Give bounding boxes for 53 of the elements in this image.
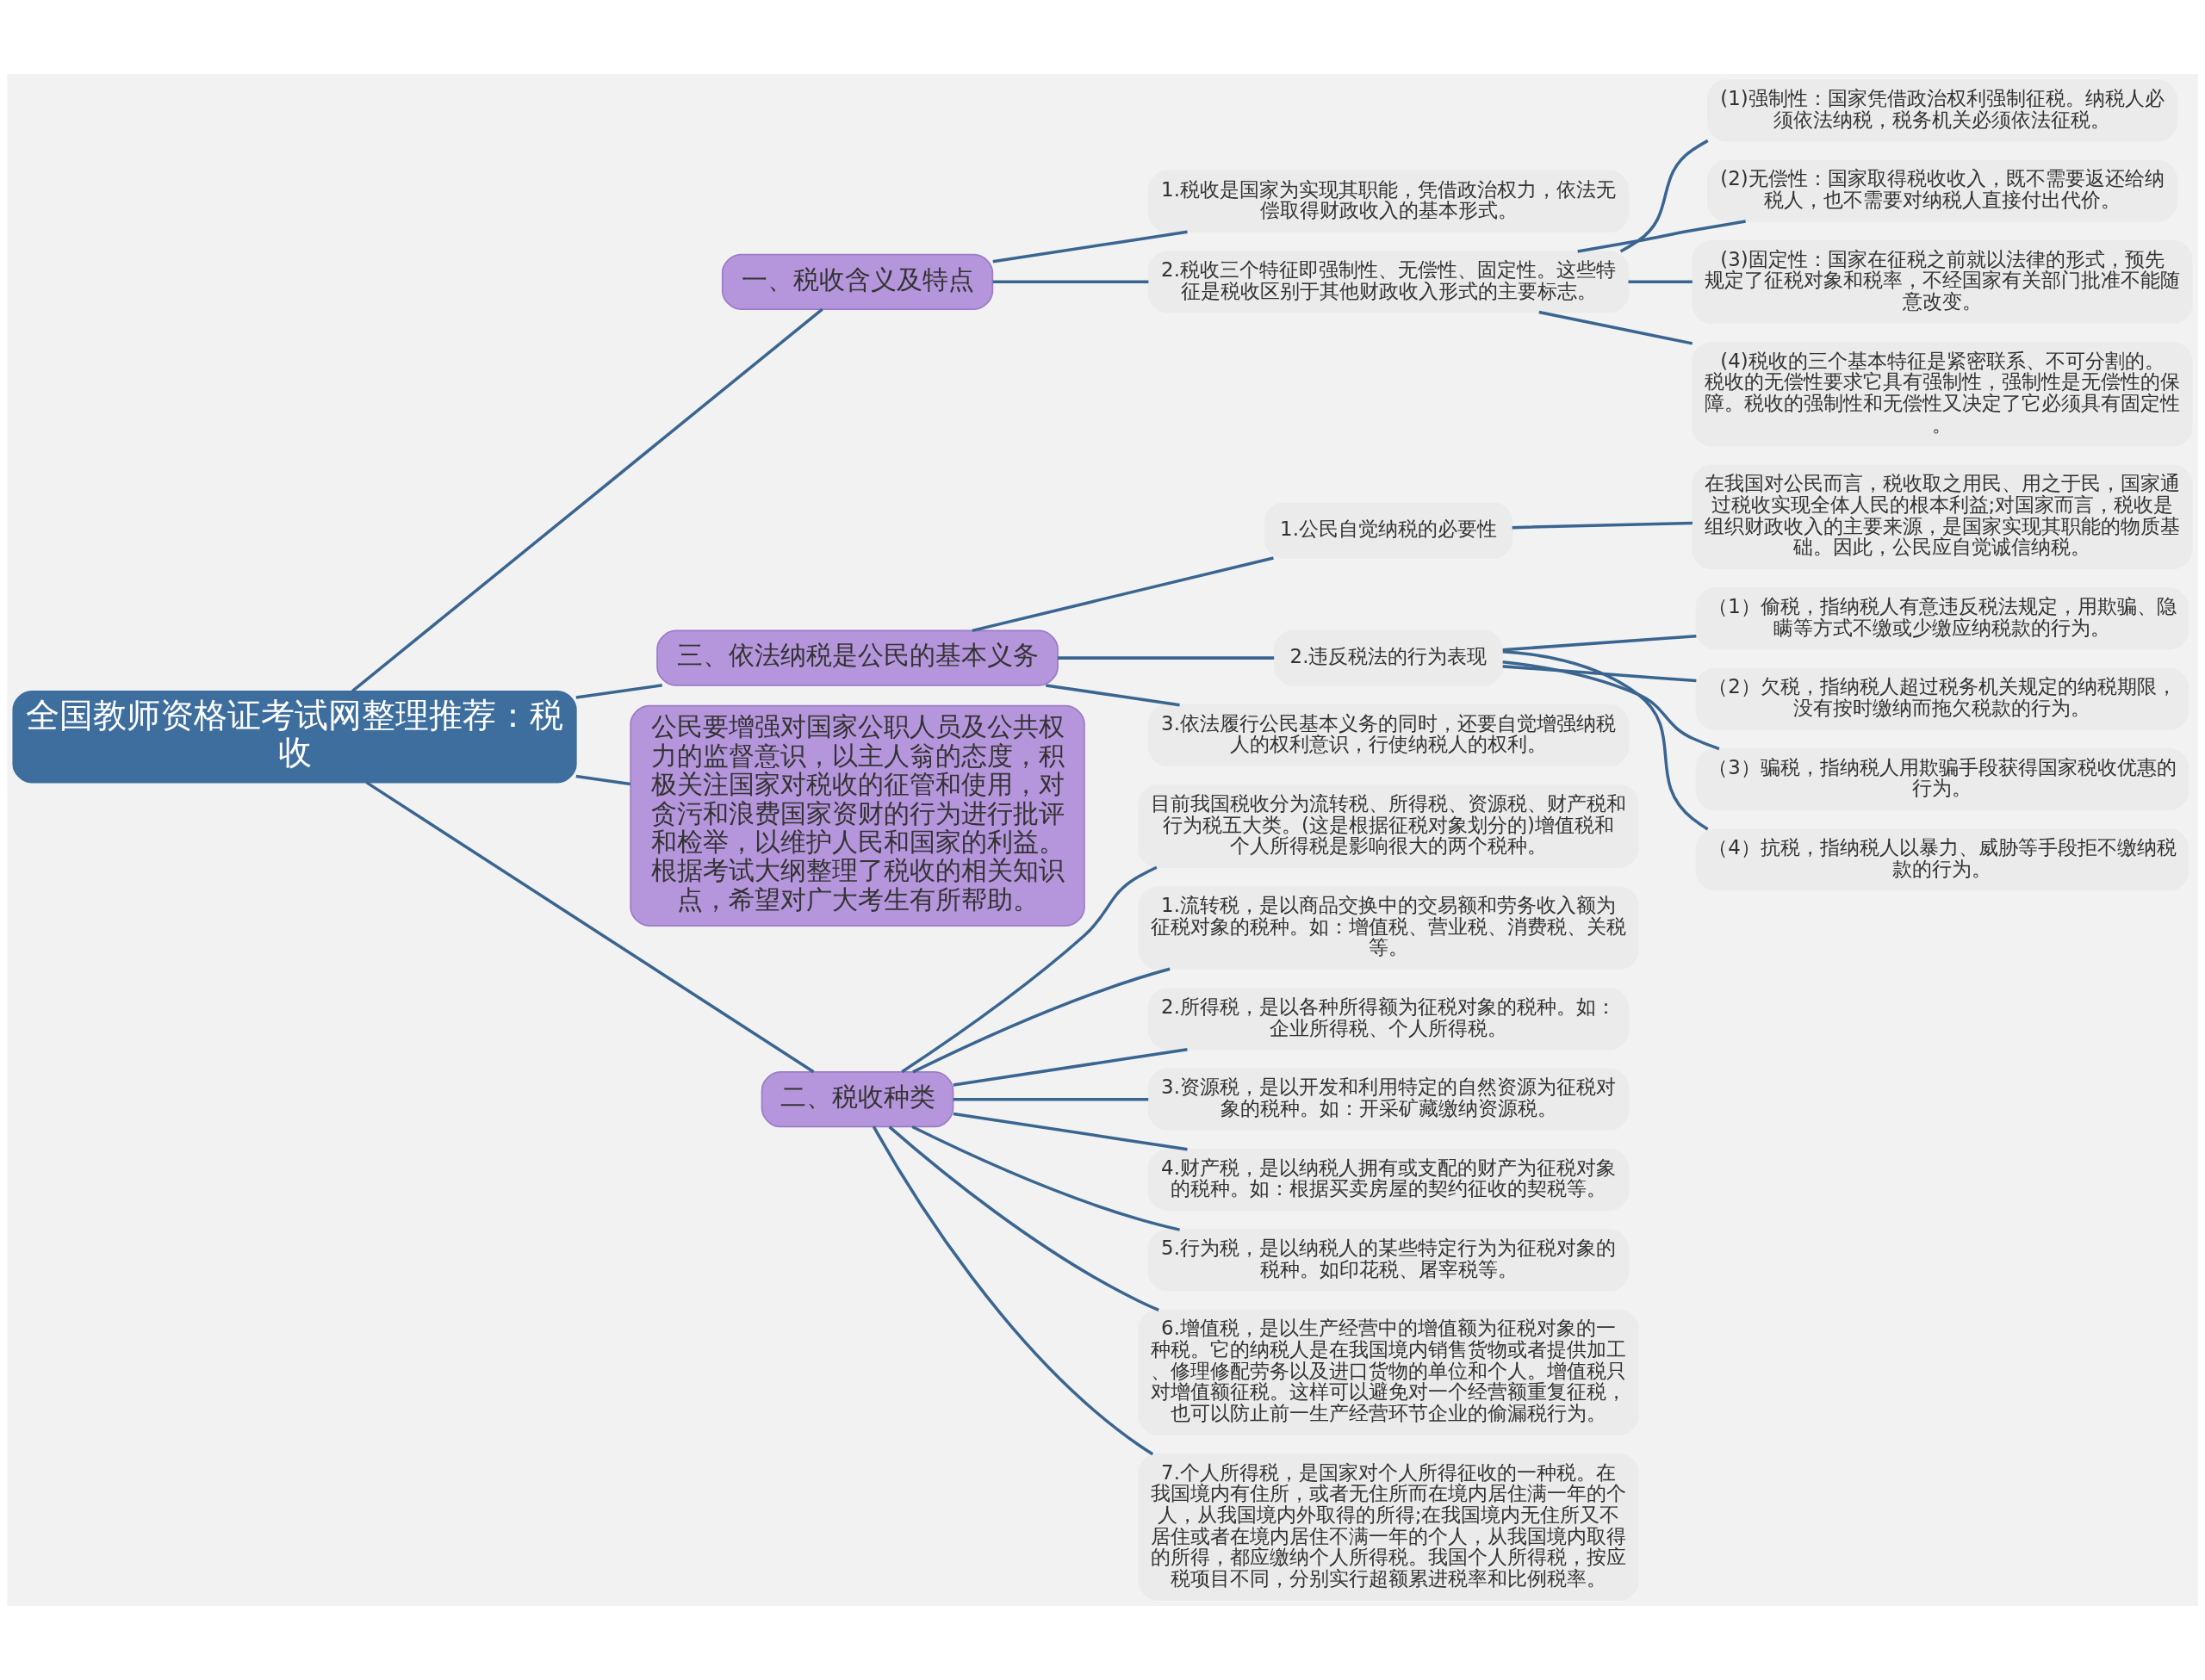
connector: [1628, 280, 1693, 284]
node-box: 1.流转税，是以商品交换中的交易额和劳务收入额为征税对象的税种。如：增值税、营业税、消费税、关税等。: [1138, 886, 1639, 970]
connector: [911, 1125, 1181, 1231]
connector: [1577, 220, 1746, 253]
connector: [575, 684, 662, 699]
connector: [575, 774, 630, 786]
connector: [972, 556, 1274, 633]
connector: [1046, 684, 1180, 707]
node-box: 2.税收三个特征即强制性、无偿性、固定性。这些特征是税收区别于其他财政收入形式的主要标志。: [1147, 251, 1630, 313]
node-box: 2.违反税法的行为表现: [1274, 629, 1503, 686]
connector: [953, 1112, 1188, 1151]
node-box: 公民要增强对国家公职人员及公共权力的监督意识，以主人翁的态度，积极关注国家对税收的征管和使用，对贪污和浪费国家资财的行为进行批评和检举，以维护人民和国家的利益。根据考试大纲整理了税收的相关知识点，希望对广大考生有所帮助。: [630, 704, 1085, 927]
connector: [1502, 665, 1697, 683]
node-box: （3）骗税，指纳税人用欺骗手段获得国家税收优惠的行为。: [1695, 747, 2189, 811]
node-box: 4.财产税，是以纳税人拥有或支配的财产为征税对象的税种。如：根据买卖房屋的契约征收的契税等。: [1147, 1148, 1630, 1212]
connector: [888, 1125, 1159, 1312]
node-box: (1)强制性：国家凭借政治权利强制征税。纳税人必须依法纳税，税务机关必须依法征税。: [1706, 79, 2177, 142]
connector: [992, 230, 1188, 263]
node-box: (3)固定性：国家在征税之前就以法律的形式，预先规定了征税对象和税率，不经国家有关部门批准不能随意改变。: [1692, 239, 2193, 324]
connector: [1619, 139, 1709, 253]
node-box: 全国教师资格证考试网整理推荐：税收: [12, 691, 577, 784]
connector: [351, 307, 823, 692]
node-box: 在我国对公民而言，税收取之用民、用之于民，国家通过税收实现全体人民的根本利益;对国家而言，税收是组织财政收入的主要来源，是国家实现其职能的物质基础。因此，公民应自觉诚信纳税。: [1692, 464, 2193, 570]
node-box: （1）偷税，指纳税人有意违反税法规定，用欺骗、隐瞒等方式不缴或少缴应纳税款的行为。: [1695, 587, 2189, 650]
connector: [1502, 650, 1709, 831]
node-box: 1.公民自觉纳税的必要性: [1264, 502, 1513, 559]
connector: [912, 967, 1171, 1074]
connector: [1538, 310, 1693, 345]
node-box: 1.税收是国家为实现其职能，凭借政治权力，依法无偿取得财政收入的基本形式。: [1147, 170, 1630, 233]
node-box: （2）欠税，指纳税人超过税务机关规定的纳税期限，没有按时缴纳而拖欠税款的行为。: [1695, 667, 2189, 730]
node-box: 目前我国税收分为流转税、所得税、资源税、财产税和行为税五大类。(这是根据征税对象划分的)增值税和个人所得税是影响很大的两个税种。: [1138, 784, 1639, 869]
node-box: (4)税收的三个基本特征是紧密联系、不可分割的。税收的无偿性要求它具有强制性，强制性是无偿性的保障。税收的强制性和无偿性又决定了它必须具有固定性。: [1692, 341, 2193, 447]
connector: [992, 280, 1149, 284]
connector: [1502, 660, 1720, 751]
connector: [365, 781, 815, 1074]
connector: [1502, 634, 1697, 652]
node-box: 6.增值税，是以生产经营中的增值额为征税对象的一种税。它的纳税人是在我国境内销售货物或者提供加工、修理修配劳务以及进口货物的单位和个人。增值税只对增值额征税。这样可以避免对一个经营额重复征税，也可以防止前一生产经营环节企业的偷漏税行为。: [1138, 1309, 1639, 1435]
node-box: 3.依法履行公民基本义务的同时，还要自觉增强纳税人的权利意识，行使纳税人的权利。: [1147, 704, 1630, 767]
node-box: 二、税收种类: [761, 1071, 954, 1128]
node-box: 2.所得税，是以各种所得额为征税对象的税种。如：企业所得税、个人所得税。: [1147, 988, 1630, 1051]
node-box: 7.个人所得税，是国家对个人所得征收的一种税。在我国境内有住所，或者无住所而在境内居住满一年的个人，从我国境内外取得的所得;在我国境内无住所又不居住或者在境内居住不满一年的个人，从我国境内取得的所得，都应缴纳个人所得税。我国个人所得税，按应税项目不同，分别实行超额累进税率和比例税率。: [1138, 1453, 1639, 1601]
connector: [953, 1047, 1188, 1087]
connector: [901, 865, 1158, 1074]
connector: [1512, 521, 1693, 530]
node-box: (2)无偿性：国家取得税收收入，既不需要返还给纳税人，也不需要对纳税人直接付出代价。: [1706, 159, 2177, 222]
connector: [953, 1097, 1149, 1101]
node-box: 一、税收含义及特点: [721, 253, 994, 310]
node-box: （4）抗税，指纳税人以暴力、威胁等手段拒不缴纳税款的行为。: [1695, 828, 2189, 891]
node-box: 3.资源税，是以开发和利用特定的自然资源为征税对象的税种。如：开采矿藏缴纳资源税。: [1147, 1068, 1630, 1131]
connector: [872, 1125, 1154, 1456]
node-box: 三、依法纳税是公民的基本义务: [656, 629, 1059, 686]
connector: [1058, 656, 1275, 660]
node-box: 5.行为税，是以纳税人的某些特定行为为征税对象的税种。如印花税、屠宰税等。: [1147, 1229, 1630, 1292]
